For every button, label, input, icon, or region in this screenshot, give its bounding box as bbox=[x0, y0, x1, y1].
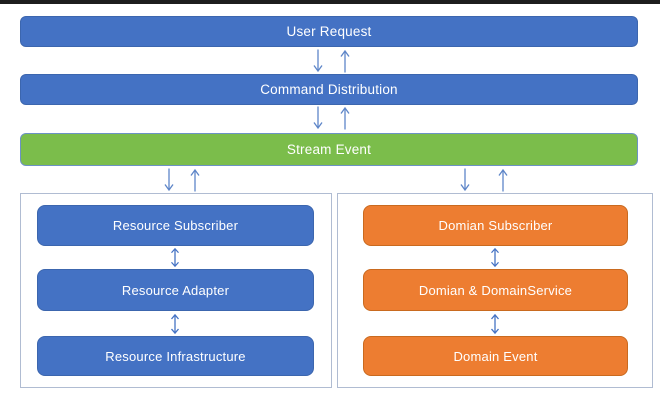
node-domain-subscriber: Domian Subscriber bbox=[363, 205, 628, 246]
node-resource-infrastructure-label: Resource Infrastructure bbox=[105, 348, 246, 364]
node-command-distribution-label: Command Distribution bbox=[260, 82, 398, 97]
node-resource-subscriber: Resource Subscriber bbox=[37, 205, 314, 246]
node-domain-event-label: Domain Event bbox=[453, 348, 538, 364]
arrow-down-icon bbox=[459, 168, 471, 192]
node-resource-adapter-label: Resource Adapter bbox=[121, 282, 230, 298]
arrow-up-icon bbox=[497, 168, 509, 192]
panel-domain-layer: Domian Subscriber Domian & DomainService… bbox=[337, 193, 653, 388]
double-arrow-icon bbox=[489, 247, 501, 268]
top-edge-strip bbox=[0, 0, 660, 4]
node-user-request: User Request bbox=[20, 16, 638, 47]
node-user-request-label: User Request bbox=[286, 24, 372, 39]
double-arrow-icon bbox=[489, 313, 501, 335]
arrow-down-icon bbox=[312, 49, 324, 73]
double-arrow-icon bbox=[169, 247, 181, 268]
node-command-distribution: Command Distribution bbox=[20, 74, 638, 105]
arrow-up-icon bbox=[339, 49, 351, 73]
panel-resource-layer: Resource Subscriber Resource Adapter Res… bbox=[20, 193, 332, 388]
node-resource-subscriber-label: Resource Subscriber bbox=[112, 218, 239, 233]
arrow-up-icon bbox=[189, 168, 201, 192]
arrow-up-icon bbox=[339, 106, 351, 130]
node-domain-event: Domain Event bbox=[363, 336, 628, 376]
node-stream-event: Stream Event bbox=[20, 133, 638, 166]
node-domain-and-domainservice-label: Domian & DomainService bbox=[418, 282, 573, 298]
node-domain-subscriber-label: Domian Subscriber bbox=[438, 218, 553, 233]
node-stream-event-label: Stream Event bbox=[286, 142, 372, 157]
arrow-down-icon bbox=[163, 168, 175, 192]
node-resource-infrastructure: Resource Infrastructure bbox=[37, 336, 314, 376]
arrow-down-icon bbox=[312, 106, 324, 130]
node-resource-adapter: Resource Adapter bbox=[37, 269, 314, 311]
double-arrow-icon bbox=[169, 313, 181, 335]
node-domain-and-domainservice: Domian & DomainService bbox=[363, 269, 628, 311]
